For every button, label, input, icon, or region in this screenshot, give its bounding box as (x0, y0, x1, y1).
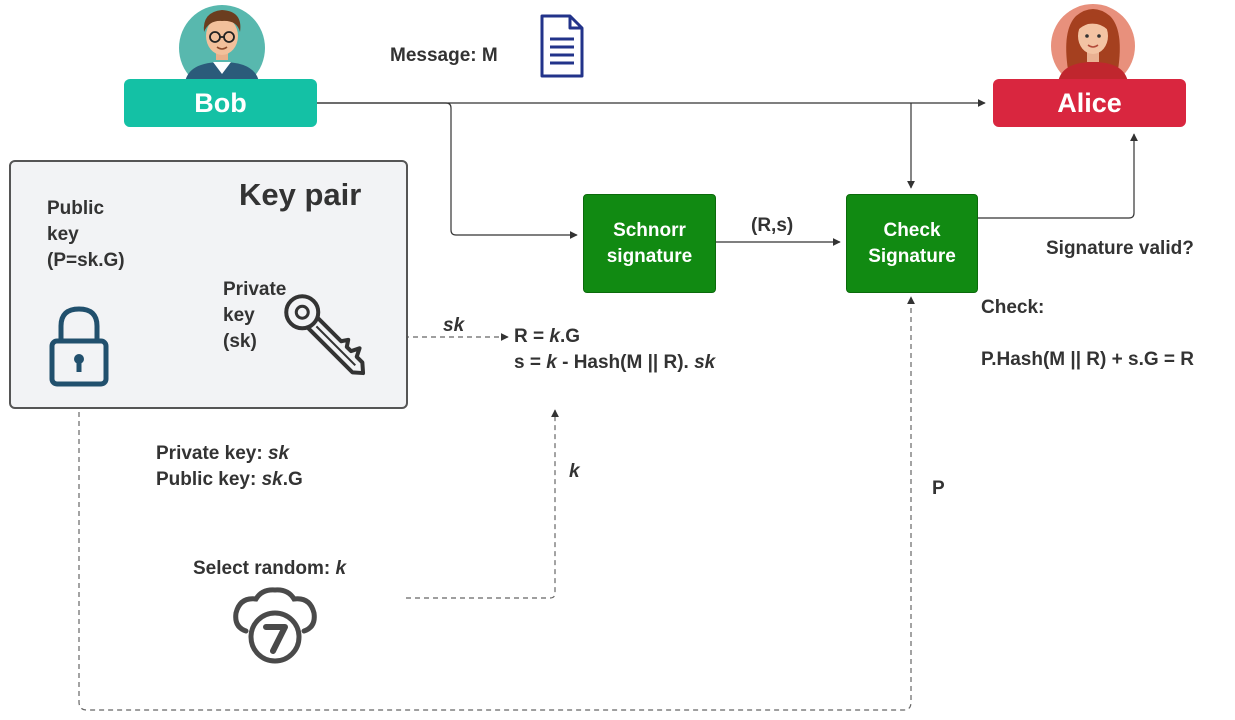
private-key-text: Private key (sk) (223, 279, 287, 352)
schnorr-signature-box: Schnorr signature (583, 194, 716, 293)
woman-avatar-icon (1051, 4, 1135, 82)
schnorr-line-1: Schnorr (613, 219, 686, 241)
p-dashed-arrow (78, 296, 915, 711)
sk-edge-label: sk (443, 315, 465, 336)
signature-equations: R = k.G s = k - Hash(M || R). sk (514, 324, 715, 376)
check-line-2: Signature (868, 245, 956, 267)
dice-seven-icon (233, 587, 317, 664)
r-equation: R = k.G (514, 326, 581, 347)
alice-actor: Alice (993, 79, 1186, 127)
check-line-1: Check (883, 219, 941, 241)
keys-summary: Private key: sk Public key: sk.G (156, 441, 303, 493)
bob-actor: Bob (124, 79, 317, 127)
bob-to-schnorr-arrow (317, 102, 578, 239)
man-avatar-icon (179, 5, 265, 82)
k-dashed-arrow (406, 409, 559, 599)
schnorr-line-2: signature (606, 245, 693, 267)
check-to-alice-arrow (976, 133, 1138, 219)
key-pair-panel (9, 160, 408, 409)
message-label: Message: M (390, 45, 498, 66)
k-edge-label: k (569, 461, 580, 482)
rs-edge-label: (R,s) (751, 215, 794, 236)
bob-label: Bob (194, 87, 247, 118)
s-equation: s = k - Hash(M || R). sk (514, 352, 716, 373)
check-label: Check: (981, 297, 1045, 318)
document-icon (540, 14, 584, 78)
private-key-summary: Private key: sk (156, 443, 290, 464)
key-icon (284, 294, 366, 376)
signature-valid-label: Signature valid? (1046, 238, 1194, 259)
padlock-icon (49, 306, 109, 387)
public-key-text: Public key (P=sk.G) (47, 198, 125, 271)
key-pair-title: Key pair (239, 177, 362, 212)
check-formula: P.Hash(M || R) + s.G = R (981, 349, 1195, 370)
check-signature-box: Check Signature (846, 194, 978, 293)
p-edge-label: P (932, 478, 945, 499)
alice-label: Alice (1057, 87, 1122, 118)
select-random-label: Select random: k (193, 558, 347, 579)
public-key-summary: Public key: sk.G (156, 469, 303, 490)
